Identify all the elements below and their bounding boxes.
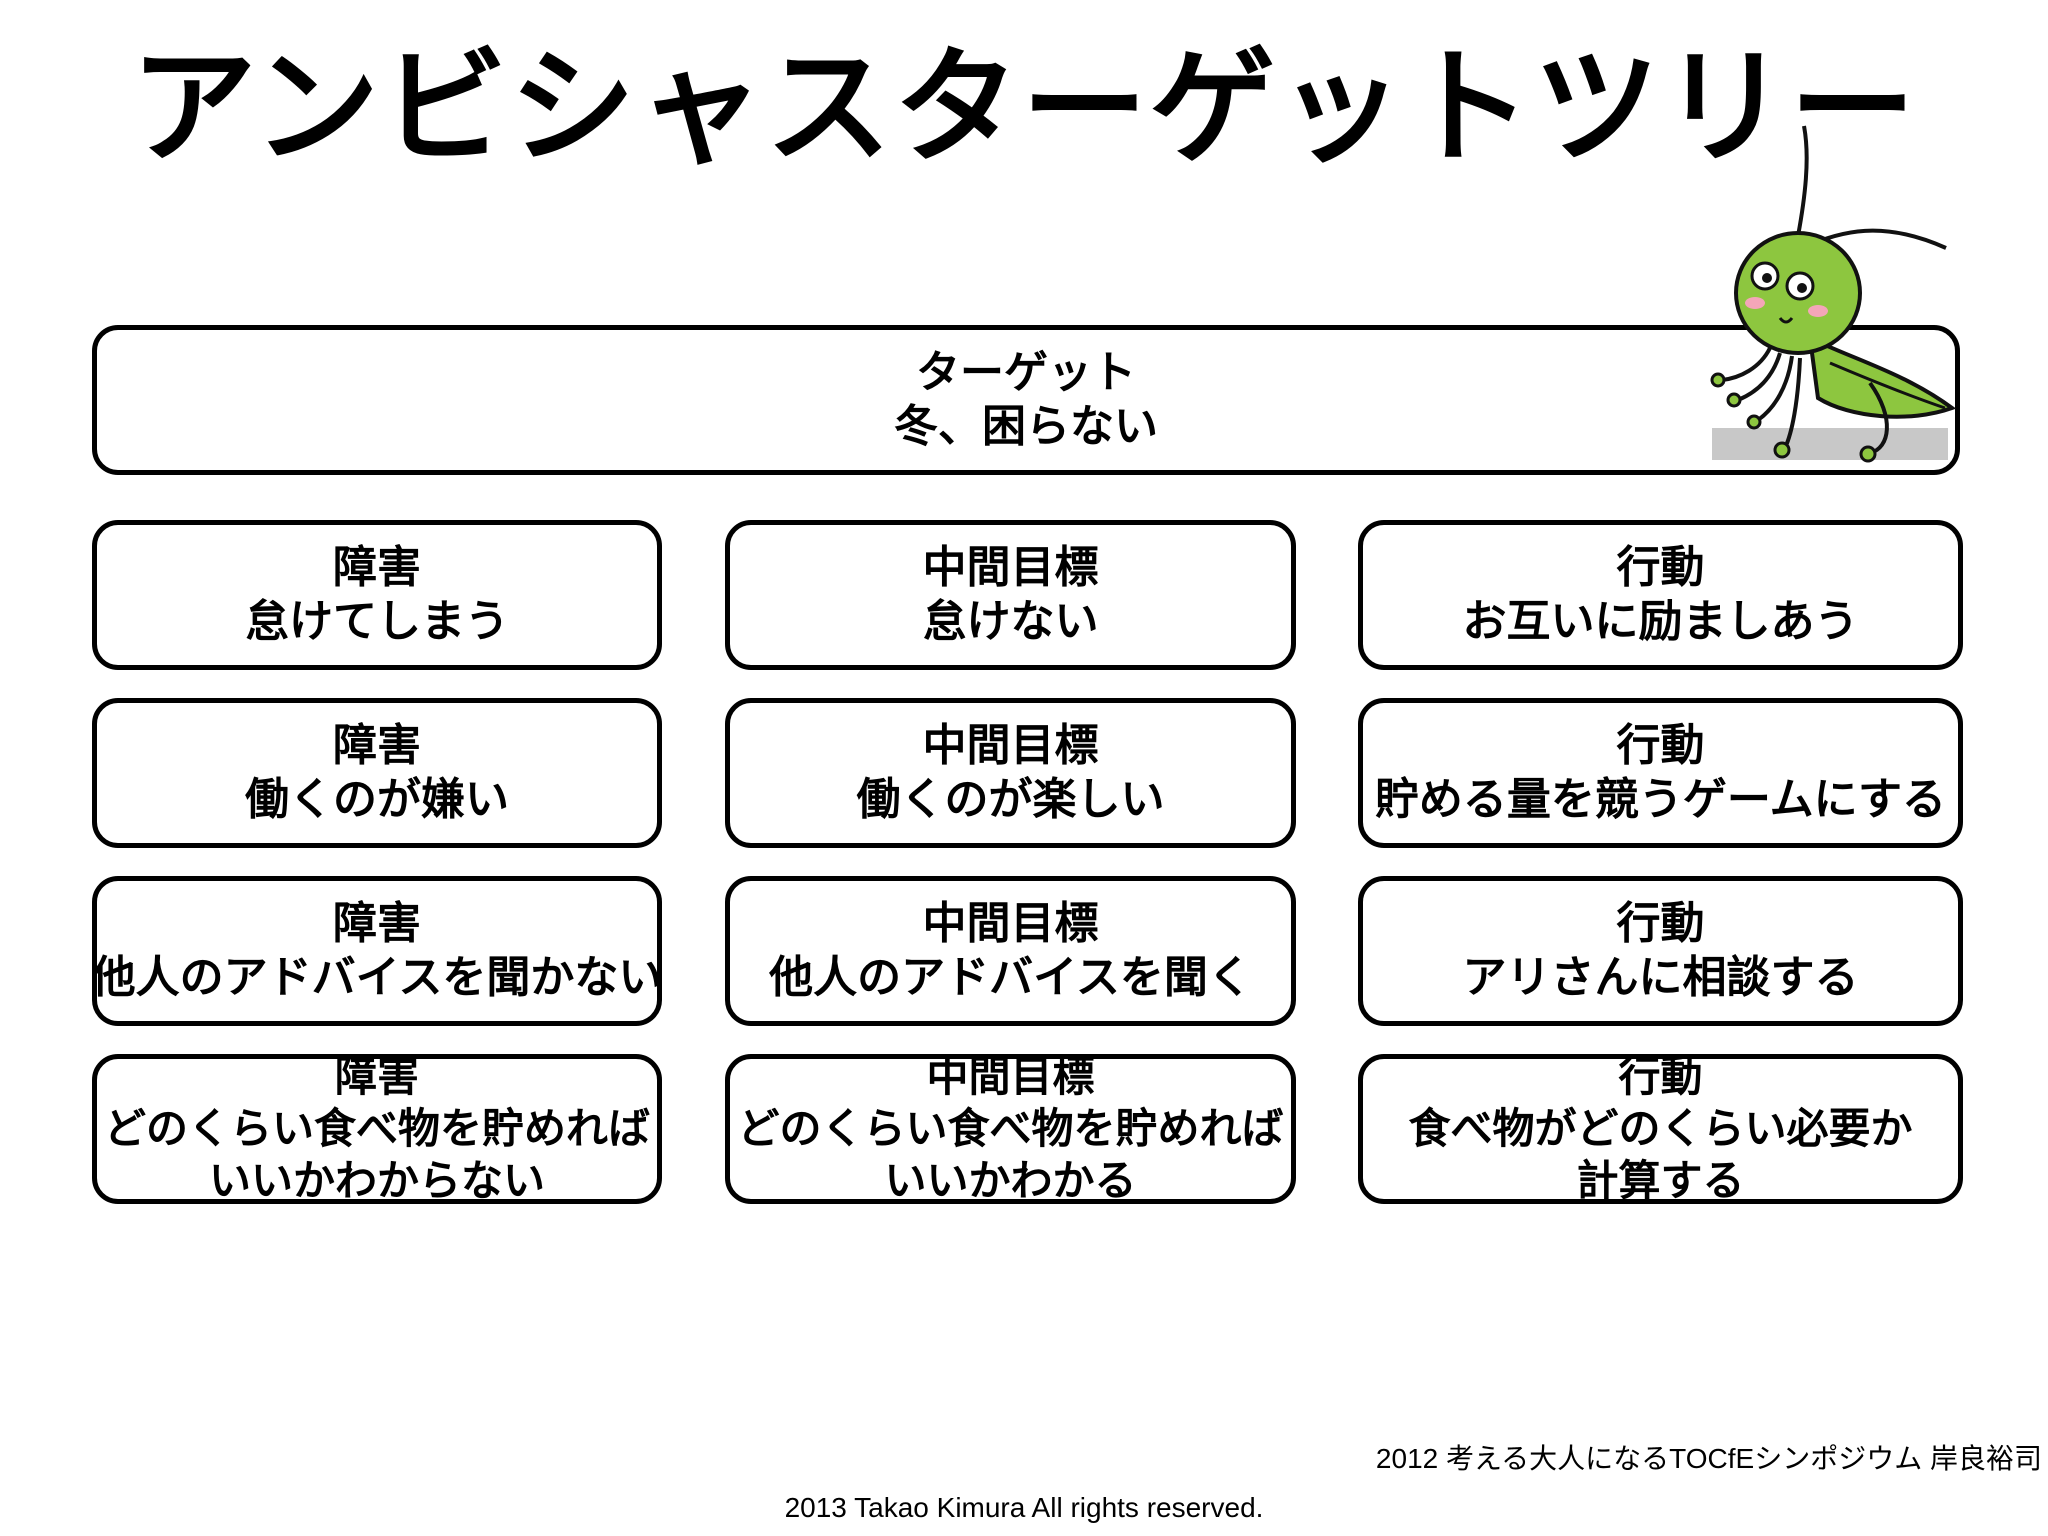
intermediate-goal-text: 他人のアドバイスを聞く (769, 952, 1252, 1003)
copyright-notice: 2013 Takao Kimura All rights reserved. (784, 1492, 1264, 1523)
obstacle-box: 障害 どのくらい食べ物を貯めれば いいかわからない (92, 1054, 662, 1204)
action-heading: 行動 (1618, 1054, 1703, 1101)
obstacle-box: 障害 働くのが嫌い (92, 698, 662, 848)
intermediate-goal-box: 中間目標 どのくらい食べ物を貯めれば いいかわかる (725, 1054, 1296, 1204)
obstacle-heading: 障害 (334, 1054, 419, 1101)
action-box: 行動 貯める量を競うゲームにする (1358, 698, 1963, 848)
intermediate-goal-text: 働くのが楽しい (856, 774, 1165, 825)
source-credit: 2012 考える大人になるTOCfEシンポジウム 岸良裕司 (1375, 1443, 2042, 1474)
obstacle-text: 他人のアドバイスを聞かない (92, 952, 662, 1003)
obstacle-text-line2: いいかわからない (208, 1156, 545, 1204)
obstacle-text: 怠けてしまう (245, 596, 509, 647)
intermediate-goal-heading: 中間目標 (926, 1054, 1095, 1101)
intermediate-goal-text: 怠けない (922, 596, 1099, 647)
action-box: 行動 お互いに励ましあう (1358, 520, 1963, 670)
action-heading: 行動 (1616, 898, 1705, 949)
action-text: 貯める量を競うゲームにする (1374, 774, 1947, 825)
target-text: 冬、困らない (894, 401, 1158, 452)
target-heading: ターゲット (916, 347, 1136, 398)
action-box: 行動 アリさんに相談する (1358, 876, 1963, 1026)
action-text: お互いに励ましあう (1462, 596, 1859, 647)
action-text: アリさんに相談する (1462, 952, 1859, 1003)
intermediate-goal-box: 中間目標 他人のアドバイスを聞く (725, 876, 1296, 1026)
action-heading: 行動 (1616, 542, 1705, 593)
obstacle-heading: 障害 (333, 542, 421, 593)
intermediate-goal-text-line1: どのくらい食べ物を貯めれば (737, 1104, 1284, 1153)
obstacle-box: 障害 他人のアドバイスを聞かない (92, 876, 662, 1026)
intermediate-goal-box: 中間目標 怠けない (725, 520, 1296, 670)
intermediate-goal-text-line2: いいかわかる (884, 1156, 1137, 1204)
obstacle-heading: 障害 (333, 898, 421, 949)
intermediate-goal-heading: 中間目標 (922, 542, 1099, 593)
intermediate-goal-box: 中間目標 働くのが楽しい (725, 698, 1296, 848)
obstacle-text-line1: どのくらい食べ物を貯めれば (103, 1104, 650, 1153)
page-title: アンビシャスターゲットツリー (130, 34, 1918, 181)
obstacle-box: 障害 怠けてしまう (92, 520, 662, 670)
action-box: 行動 食べ物がどのくらい必要か 計算する (1358, 1054, 1963, 1204)
obstacle-heading: 障害 (333, 720, 421, 771)
action-text-line2: 計算する (1576, 1156, 1745, 1204)
intermediate-goal-heading: 中間目標 (922, 898, 1099, 949)
intermediate-goal-heading: 中間目標 (922, 720, 1099, 771)
action-text-line1: 食べ物がどのくらい必要か (1408, 1104, 1913, 1153)
action-heading: 行動 (1616, 720, 1705, 771)
cricket-icon (1710, 125, 1957, 463)
obstacle-text: 働くのが嫌い (245, 774, 509, 825)
target-box: ターゲット 冬、困らない (92, 325, 1960, 475)
